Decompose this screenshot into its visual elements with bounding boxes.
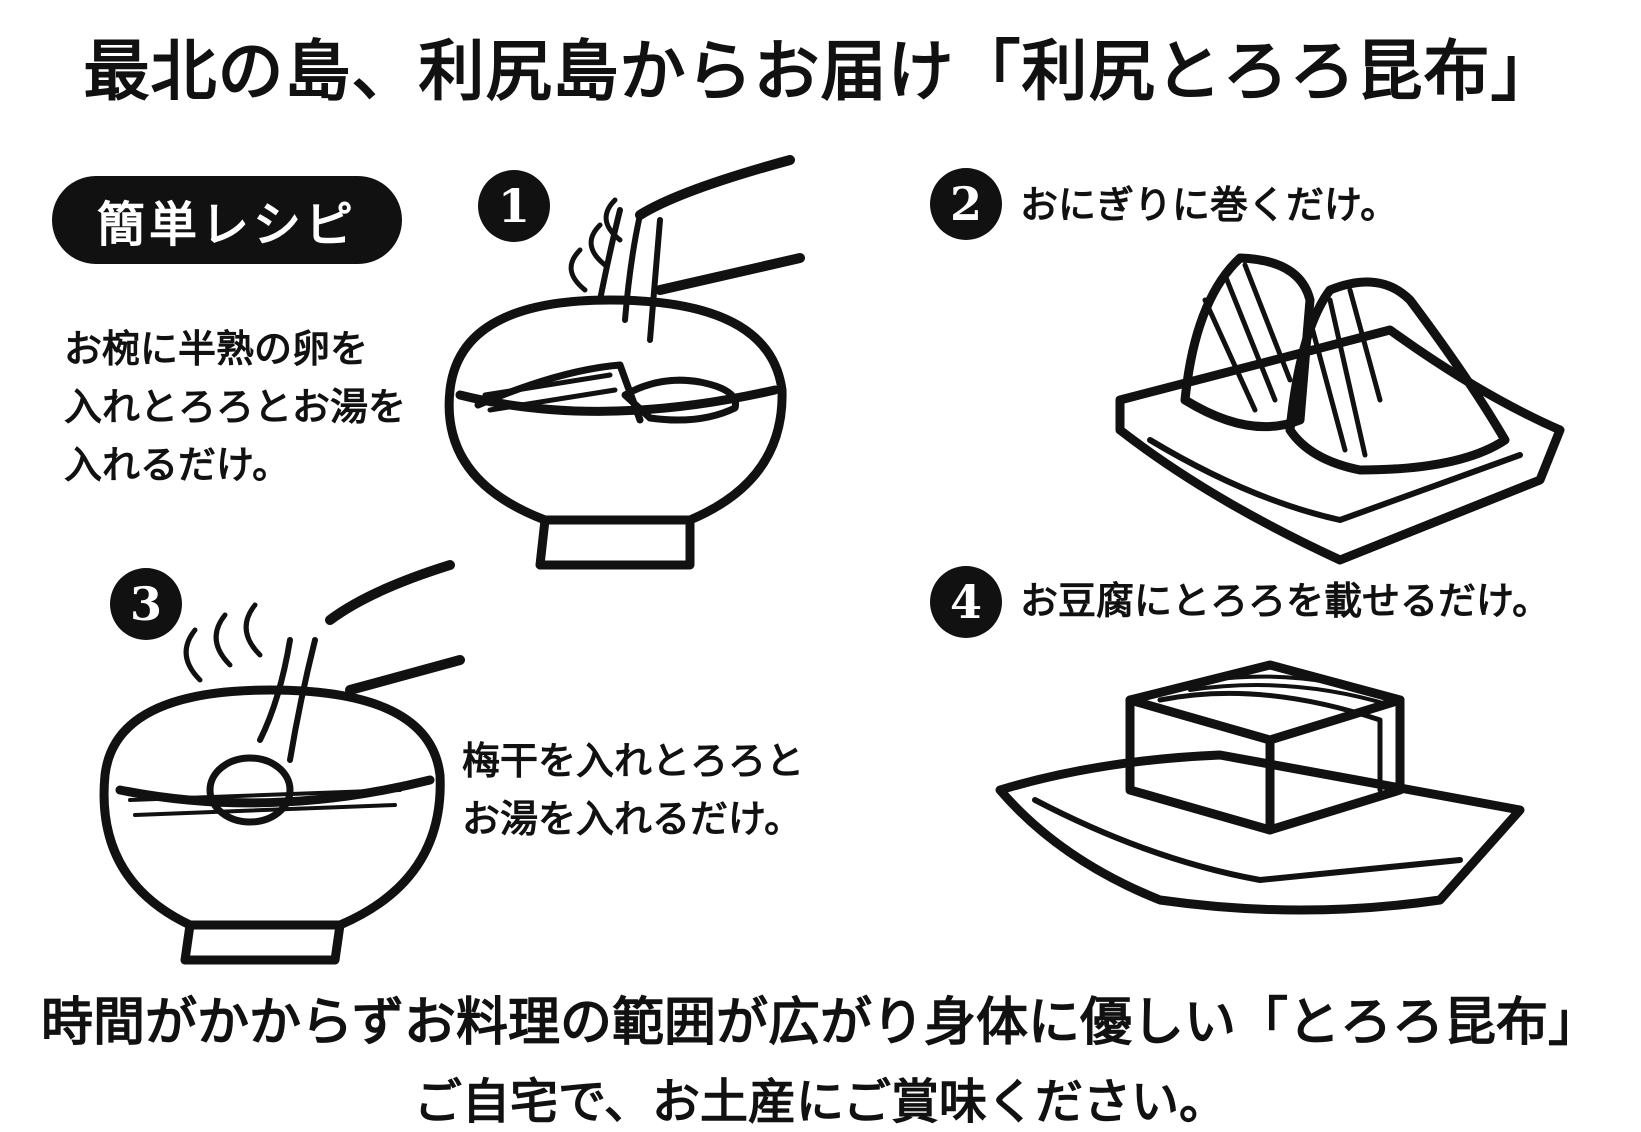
step-1-text: お椀に半熟の卵を 入れとろろとお湯を 入れるだけ。	[64, 327, 407, 487]
footer-line-2: ご自宅で、お土産にご賞味ください。	[413, 1074, 1228, 1130]
step-1-number: 1	[478, 170, 550, 242]
step-3-number: 3	[110, 568, 182, 640]
recipe-badge: 簡単レシピ	[52, 176, 402, 264]
tofu-plate-illustration	[995, 660, 1525, 915]
step-2-text: おにぎりに巻くだけ。	[1020, 183, 1399, 227]
step-4-text: お豆腐にとろろを載せるだけ。	[1020, 579, 1551, 623]
step-2-number: 2	[930, 168, 1002, 240]
footer-line-1: 時間がかからずお料理の範囲が広がり身体に優しい「とろろ昆布」	[41, 992, 1600, 1053]
page-title: 最北の島、利尻島からお届け「利尻とろろ昆布」	[83, 32, 1558, 110]
soup-bowl-egg-illustration	[444, 155, 805, 570]
onigiri-plate-illustration	[1115, 253, 1565, 565]
step-3-text: 梅干を入れとろろと お湯を入れるだけ。	[462, 739, 805, 841]
step-4-number: 4	[930, 566, 1002, 638]
soup-bowl-umeboshi-illustration	[99, 560, 465, 965]
